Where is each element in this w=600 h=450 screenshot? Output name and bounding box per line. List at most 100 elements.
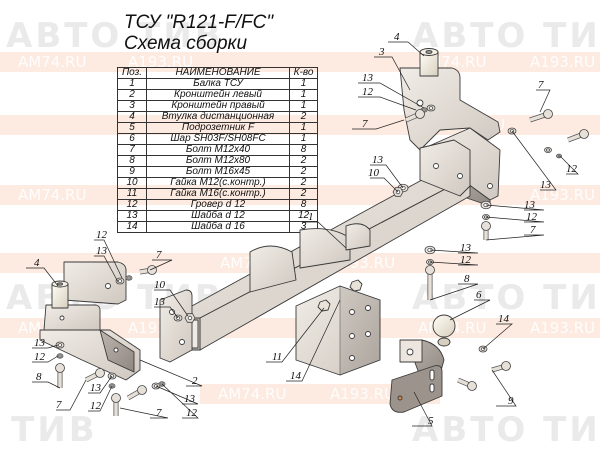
leader-line xyxy=(88,385,113,412)
socket-plate-part-5 xyxy=(389,365,443,413)
cell-position: 14 xyxy=(117,221,147,233)
leader-line xyxy=(32,344,59,349)
washer-icon xyxy=(544,146,552,154)
washer-icon xyxy=(56,353,64,359)
callout-label: 7 xyxy=(156,407,162,419)
callout-label: 7 xyxy=(156,249,162,261)
callout-label: 13 xyxy=(184,393,196,405)
bolt-icon xyxy=(567,129,589,143)
callout-label: 1 xyxy=(308,211,314,223)
watermark-logo: АВТО ТИВ xyxy=(412,410,600,450)
callout-label: 6 xyxy=(476,289,482,301)
leader-line xyxy=(485,234,545,241)
callout-label: 12 xyxy=(186,407,198,419)
callout-label: 3 xyxy=(378,46,385,58)
bolt-icon xyxy=(529,109,553,123)
bolt-head xyxy=(111,393,121,403)
watermark-band xyxy=(200,384,440,404)
bolt-head xyxy=(467,381,477,391)
bolt-icon xyxy=(111,393,121,416)
callout-label: 12 xyxy=(90,400,102,412)
cell-quantity: 2 xyxy=(289,155,318,167)
leader-line xyxy=(374,56,411,91)
bolt-head xyxy=(579,129,589,139)
washer-icon xyxy=(55,341,65,349)
callout-label: 13 xyxy=(540,179,552,191)
callout-label: 9 xyxy=(508,395,514,407)
ball-mount-plate xyxy=(249,223,381,376)
bolt-head xyxy=(55,363,65,373)
callout-label: 4 xyxy=(394,31,400,43)
leader-line xyxy=(511,130,557,191)
callout-label: 12 xyxy=(460,254,472,266)
leader-line xyxy=(56,379,87,411)
leader-line xyxy=(370,177,399,193)
bolt-icon xyxy=(425,265,435,300)
callout-label: 4 xyxy=(34,257,40,269)
nut-hole xyxy=(187,315,193,321)
leader-line xyxy=(429,249,479,254)
callout-label: 14 xyxy=(498,313,510,325)
leader-line xyxy=(370,164,404,189)
washer-hole xyxy=(546,148,550,152)
leader-line xyxy=(32,381,61,389)
leader-line xyxy=(388,41,425,57)
leader-line xyxy=(412,391,433,427)
leader-line xyxy=(559,155,579,175)
washer-icon xyxy=(556,153,562,159)
callout-label: 12 xyxy=(96,229,108,241)
bolt-head xyxy=(95,368,105,378)
callout-label: 12 xyxy=(526,211,538,223)
bolt-head xyxy=(425,265,435,275)
bolt-head xyxy=(137,385,147,395)
callout-label: 12 xyxy=(362,86,374,98)
callout-label: 13 xyxy=(90,382,102,394)
callout-label: 7 xyxy=(56,399,62,411)
leader-line xyxy=(161,383,199,419)
leader-line xyxy=(302,221,347,249)
watermark-logo: АВТО ТИВ xyxy=(6,16,224,56)
bolt-head xyxy=(501,361,511,371)
bolt-head xyxy=(147,265,157,275)
bolt-icon xyxy=(457,377,477,391)
leader-line xyxy=(358,96,417,111)
leader-line xyxy=(429,261,479,266)
bolt-icon xyxy=(84,368,105,383)
callout-label: 13 xyxy=(154,296,166,308)
washer-hole xyxy=(127,276,131,280)
drawing-title: ТСУ "R121-F/FC" xyxy=(124,12,274,33)
bolt-icon xyxy=(491,361,511,373)
leader-line xyxy=(94,239,123,279)
leader-line xyxy=(485,204,545,211)
nut-icon xyxy=(184,313,196,323)
washer-hole xyxy=(58,354,62,358)
leader-line xyxy=(358,82,425,109)
leader-line xyxy=(352,119,405,130)
watermark-site: A193.RU xyxy=(128,53,194,71)
leader-line xyxy=(32,355,59,363)
watermark-site: A193.RU xyxy=(530,319,596,337)
leader-line xyxy=(449,299,491,321)
leader-line xyxy=(154,306,179,319)
leader-line xyxy=(286,299,341,382)
callout-label: 8 xyxy=(464,273,470,285)
callout-label: 10 xyxy=(154,279,166,291)
callout-label: 13 xyxy=(96,245,108,257)
watermark-site: AM74.RU xyxy=(18,53,87,71)
callout-label: 7 xyxy=(538,79,544,91)
watermark-site: AM74.RU xyxy=(218,385,287,403)
cell-quantity: 1 xyxy=(289,122,318,134)
callout-label: 2 xyxy=(192,375,198,387)
bolt-icon xyxy=(481,221,491,240)
washer-hole xyxy=(117,279,123,283)
watermark-site: A193.RU xyxy=(530,53,596,71)
leader-line xyxy=(26,267,59,287)
washer-hole xyxy=(57,343,63,347)
bolt-icon xyxy=(55,363,65,388)
leader-line xyxy=(485,216,545,223)
callout-label: 12 xyxy=(34,351,46,363)
